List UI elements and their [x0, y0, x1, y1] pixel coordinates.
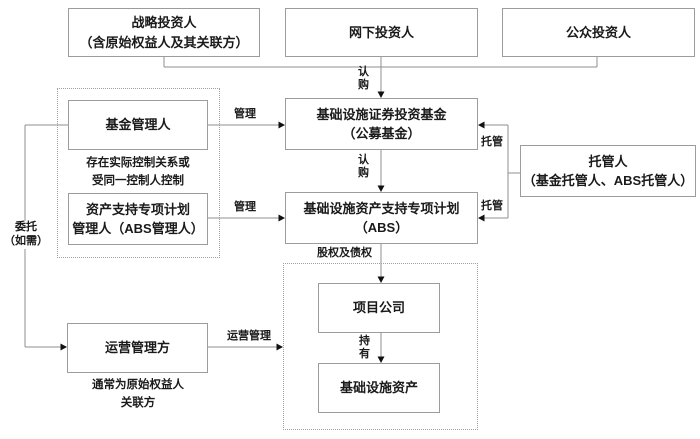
edge-label-subscribe-top: 认购	[358, 66, 369, 92]
edge-label-custody-abs: 托管	[481, 200, 503, 212]
node-sublabel: （ABS）	[354, 220, 409, 235]
node-sublabel: （公募基金）	[342, 126, 421, 141]
node-label: 基金管理人	[105, 117, 171, 133]
node-label: 资产支持专项计划	[85, 201, 190, 217]
node-sublabel: 管理人（ABS管理人）	[72, 221, 204, 236]
managers-group-frame	[57, 88, 220, 258]
edge-label-custody-fund: 托管	[481, 136, 503, 148]
node-public-fund: 基础设施证券投资基金 （公募基金）	[285, 98, 478, 150]
node-offline-investor: 网下投资人	[285, 8, 478, 57]
node-strategic-investor: 战略投资人 （含原始权益人及其关联方）	[68, 8, 260, 57]
edge-label-manage-fund: 管理	[234, 108, 256, 120]
node-label: 运营管理方	[104, 340, 170, 356]
edge-label-equity-and-debt: 股权及债权	[317, 247, 372, 259]
underlying-assets-group-frame	[283, 263, 478, 430]
node-abs-manager: 资产支持专项计划 管理人（ABS管理人）	[68, 193, 208, 245]
node-label: 项目公司	[352, 300, 405, 316]
edge-label-manage-abs: 管理	[234, 201, 256, 213]
node-custodian: 托管人 （基金托管人、ABS托管人）	[520, 145, 696, 197]
node-label: 基础设施资产支持专项计划	[303, 200, 460, 216]
node-infrastructure-asset: 基础设施资产	[318, 363, 440, 413]
node-label: 公众投资人	[565, 24, 631, 40]
node-label: 网下投资人	[348, 24, 414, 40]
node-fund-manager: 基金管理人	[68, 100, 208, 150]
operator-note: 通常为原始权益人 关联方	[92, 379, 184, 409]
edge-label-hold: 持有	[359, 335, 370, 361]
edge-label-operation-manage: 运营管理	[227, 330, 271, 342]
edge-label-subscribe-mid: 认购	[358, 154, 369, 180]
node-label: 基础设施资产	[339, 380, 418, 396]
node-sublabel: （基金托管人、ABS托管人）	[522, 173, 694, 188]
node-label: 战略投资人	[131, 15, 197, 30]
node-abs-plan: 基础设施资产支持专项计划 （ABS）	[285, 192, 478, 244]
control-relationship-note: 存在实际控制关系或 受同一控制人控制	[86, 157, 190, 187]
edge-label-entrust: 委托 （如需）	[2, 221, 50, 249]
node-operation-manager: 运营管理方	[67, 323, 208, 373]
node-public-investor: 公众投资人	[502, 8, 695, 57]
node-label: 托管人	[588, 153, 628, 169]
node-sublabel: （含原始权益人及其关联方）	[79, 34, 249, 50]
node-label: 基础设施证券投资基金	[316, 106, 447, 122]
node-project-company: 项目公司	[318, 283, 440, 333]
